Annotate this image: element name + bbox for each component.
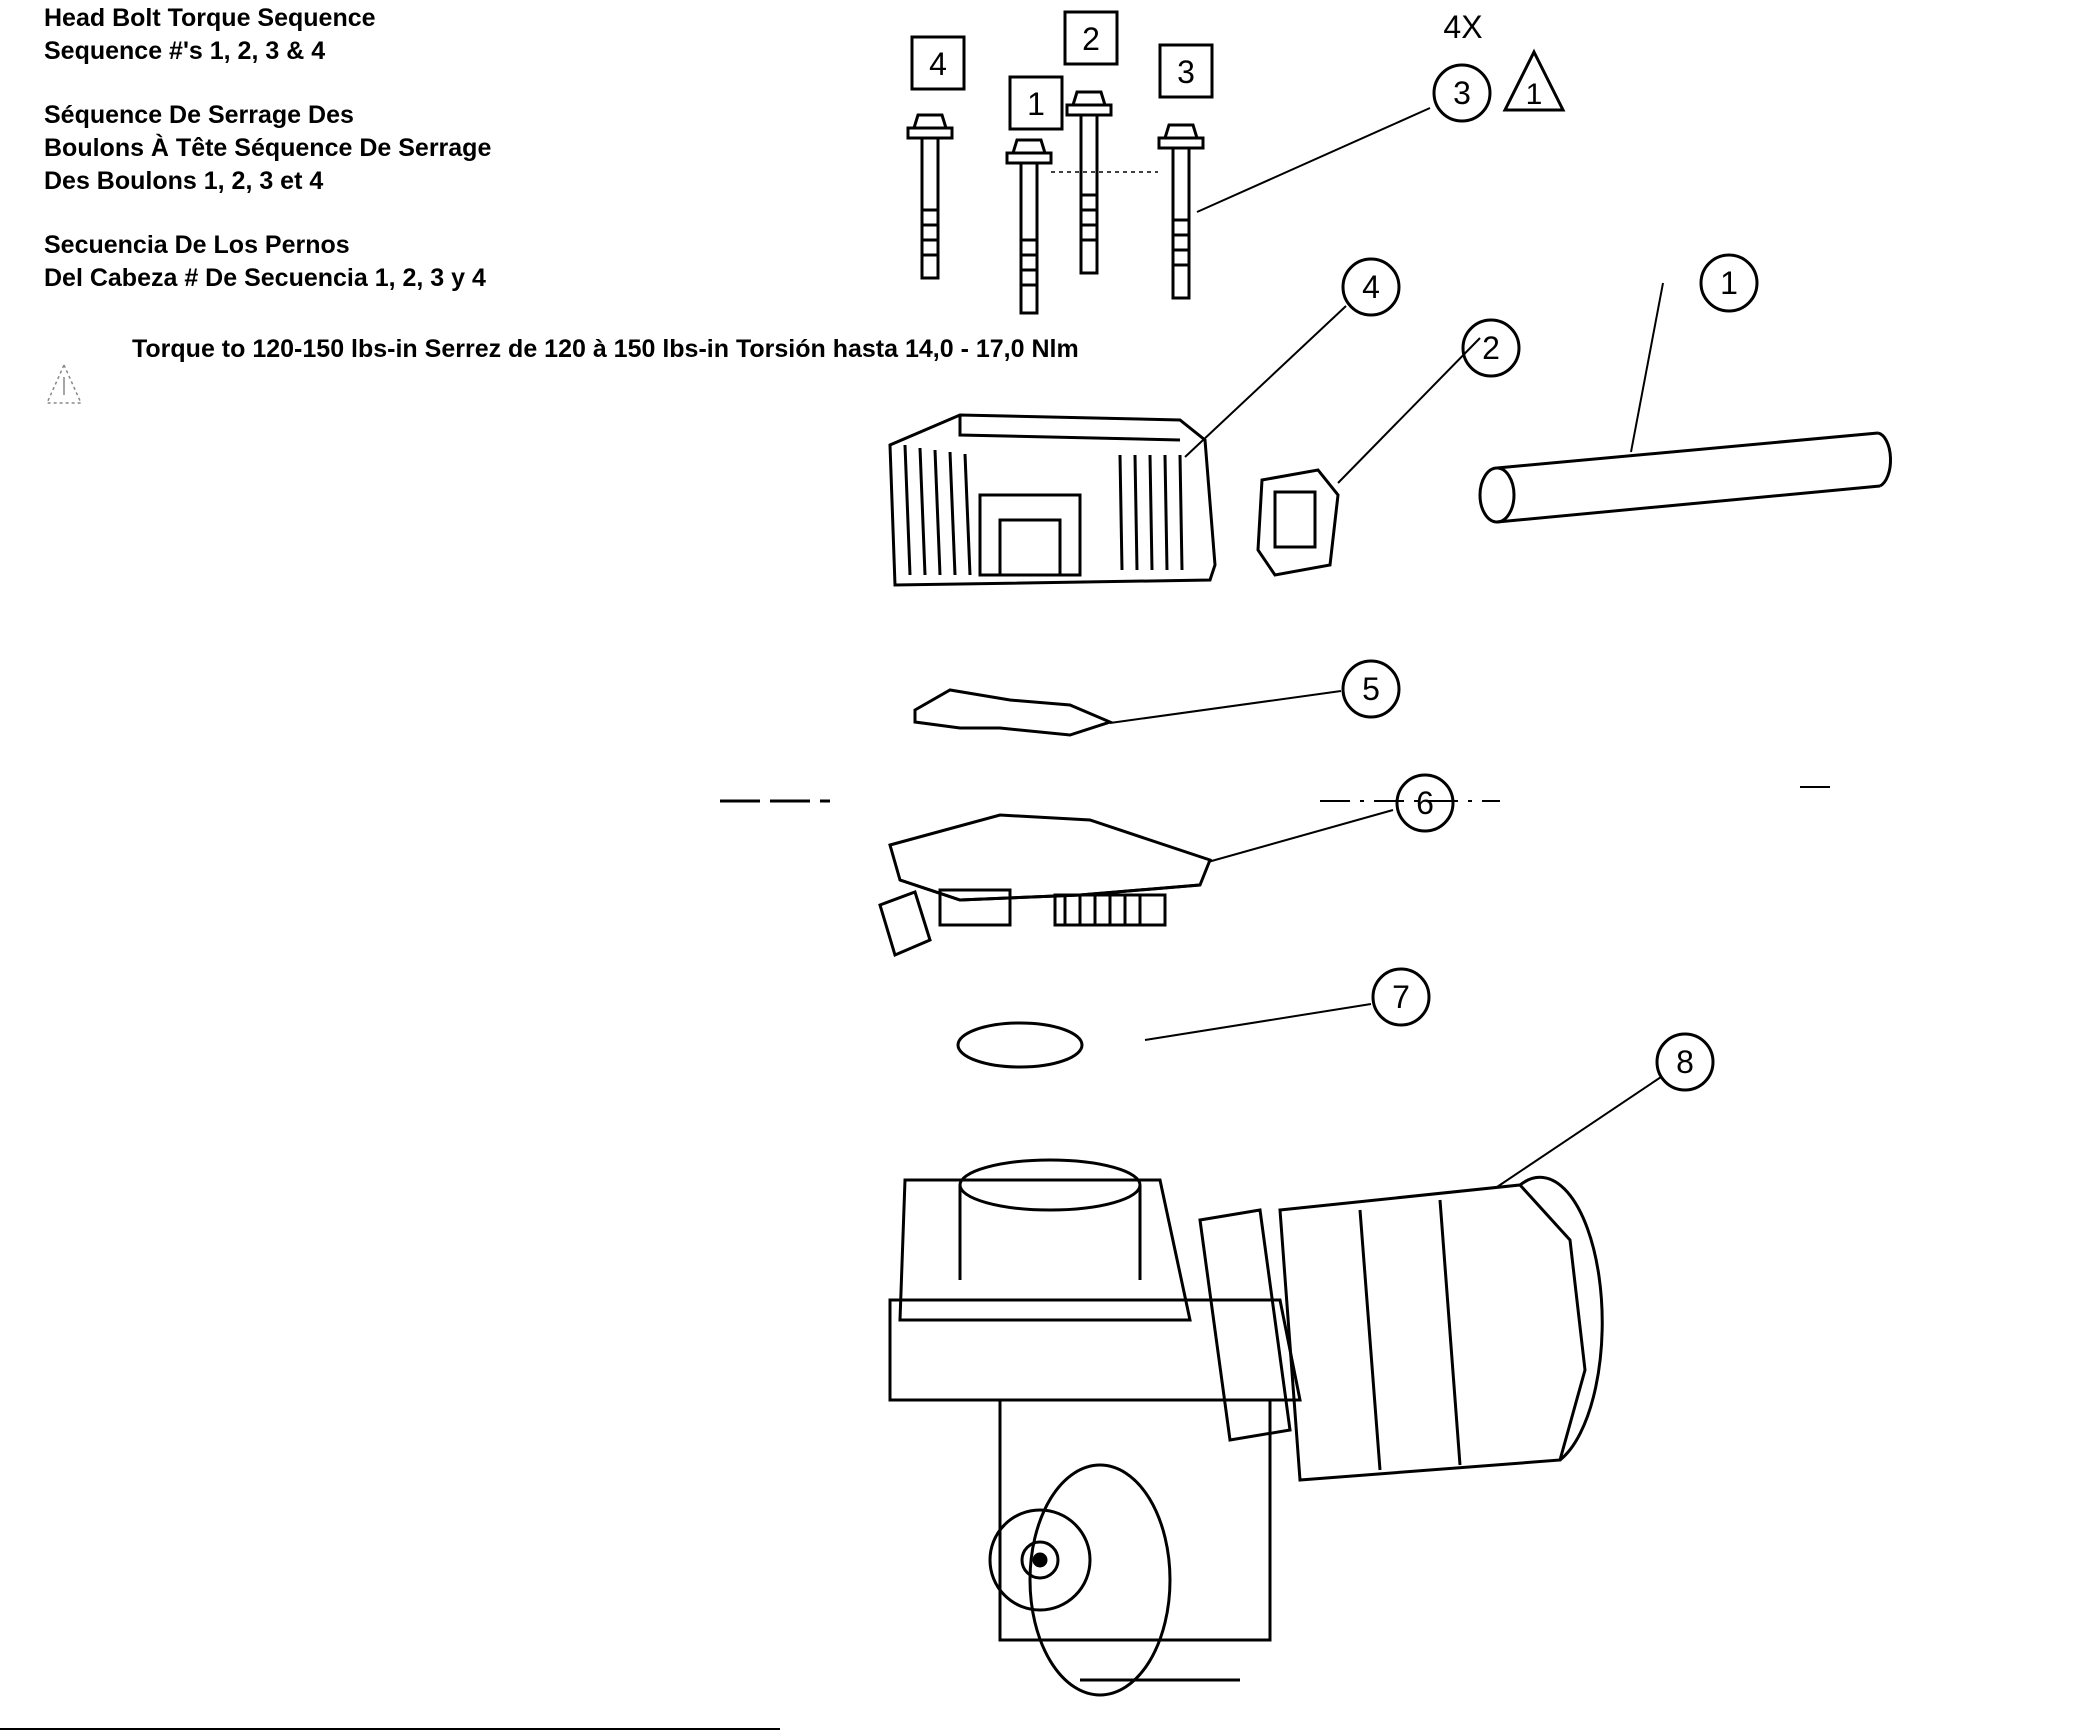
svg-text:7: 7 bbox=[1392, 979, 1410, 1015]
svg-text:3: 3 bbox=[1453, 75, 1471, 111]
head-bolt bbox=[1005, 138, 1053, 315]
callout-4: 4 bbox=[1341, 257, 1401, 317]
callout-5: 5 bbox=[1341, 659, 1401, 719]
bolt-sequence-box-3: 3 bbox=[1158, 43, 1214, 99]
torque-line: Serrez de 120 à 150 lbs-in bbox=[424, 335, 730, 363]
svg-text:4: 4 bbox=[1362, 269, 1380, 305]
notes-english: Head Bolt Torque Sequence Sequence #'s 1… bbox=[44, 2, 491, 68]
valve-plate bbox=[878, 813, 1212, 958]
o-ring bbox=[956, 1021, 1084, 1069]
note-line: Des Boulons 1, 2, 3 et 4 bbox=[44, 167, 324, 195]
bolt-sequence-box-4: 4 bbox=[910, 35, 966, 91]
callout-8: 8 bbox=[1655, 1032, 1715, 1092]
svg-text:8: 8 bbox=[1676, 1044, 1694, 1080]
head-bolt bbox=[1065, 90, 1113, 275]
quantity-label: 4X bbox=[1443, 9, 1482, 45]
compressor-pump bbox=[888, 1158, 1604, 1697]
leader-lines bbox=[1109, 107, 1664, 1188]
gasket bbox=[913, 688, 1115, 737]
tube bbox=[1478, 431, 1892, 524]
svg-text:5: 5 bbox=[1362, 671, 1380, 707]
note-line: Sequence #'s 1, 2, 3 & 4 bbox=[44, 37, 326, 65]
callout-3: 3 bbox=[1432, 63, 1492, 123]
note-line: Del Cabeza # De Secuencia 1, 2, 3 y 4 bbox=[44, 264, 486, 292]
square-seal bbox=[1256, 468, 1340, 577]
bolt-sequence-box-1: 1 bbox=[1008, 75, 1064, 131]
svg-text:1: 1 bbox=[1027, 86, 1045, 122]
callout-1: 1 bbox=[1699, 253, 1759, 313]
note-line: Secuencia De Los Pernos bbox=[44, 231, 350, 259]
svg-text:4: 4 bbox=[929, 46, 947, 82]
notes-french: Séquence De Serrage Des Boulons À Tête S… bbox=[44, 99, 491, 198]
note-line: Head Bolt Torque Sequence bbox=[44, 4, 376, 32]
head-bolt bbox=[1157, 123, 1205, 300]
cylinder-head bbox=[888, 413, 1217, 587]
callout-7: 7 bbox=[1371, 967, 1431, 1027]
svg-text:6: 6 bbox=[1416, 785, 1434, 821]
torque-line: Torsión hasta 14,0 - 17,0 Nlm bbox=[735, 335, 1079, 363]
svg-text:3: 3 bbox=[1177, 54, 1195, 90]
warning-triangle-icon bbox=[45, 363, 83, 404]
callout-2: 2 bbox=[1461, 318, 1521, 378]
note-line: Boulons À Tête Séquence De Serrage bbox=[44, 134, 492, 162]
warning-triangle-icon: 1 bbox=[1502, 48, 1566, 112]
callout-6: 6 bbox=[1395, 773, 1455, 833]
head-bolt bbox=[906, 113, 954, 280]
torque-line: Torque to 120-150 lbs-in bbox=[132, 335, 418, 363]
svg-text:1: 1 bbox=[1526, 78, 1543, 111]
note-line: Séquence De Serrage Des bbox=[44, 101, 354, 129]
notes-spanish: Secuencia De Los Pernos Del Cabeza # De … bbox=[44, 229, 491, 295]
svg-text:1: 1 bbox=[1720, 265, 1738, 301]
torque-sequence-notes: Head Bolt Torque Sequence Sequence #'s 1… bbox=[44, 2, 491, 326]
svg-text:2: 2 bbox=[1482, 330, 1500, 366]
bolt-sequence-box-2: 2 bbox=[1063, 10, 1119, 66]
svg-text:2: 2 bbox=[1082, 21, 1100, 57]
